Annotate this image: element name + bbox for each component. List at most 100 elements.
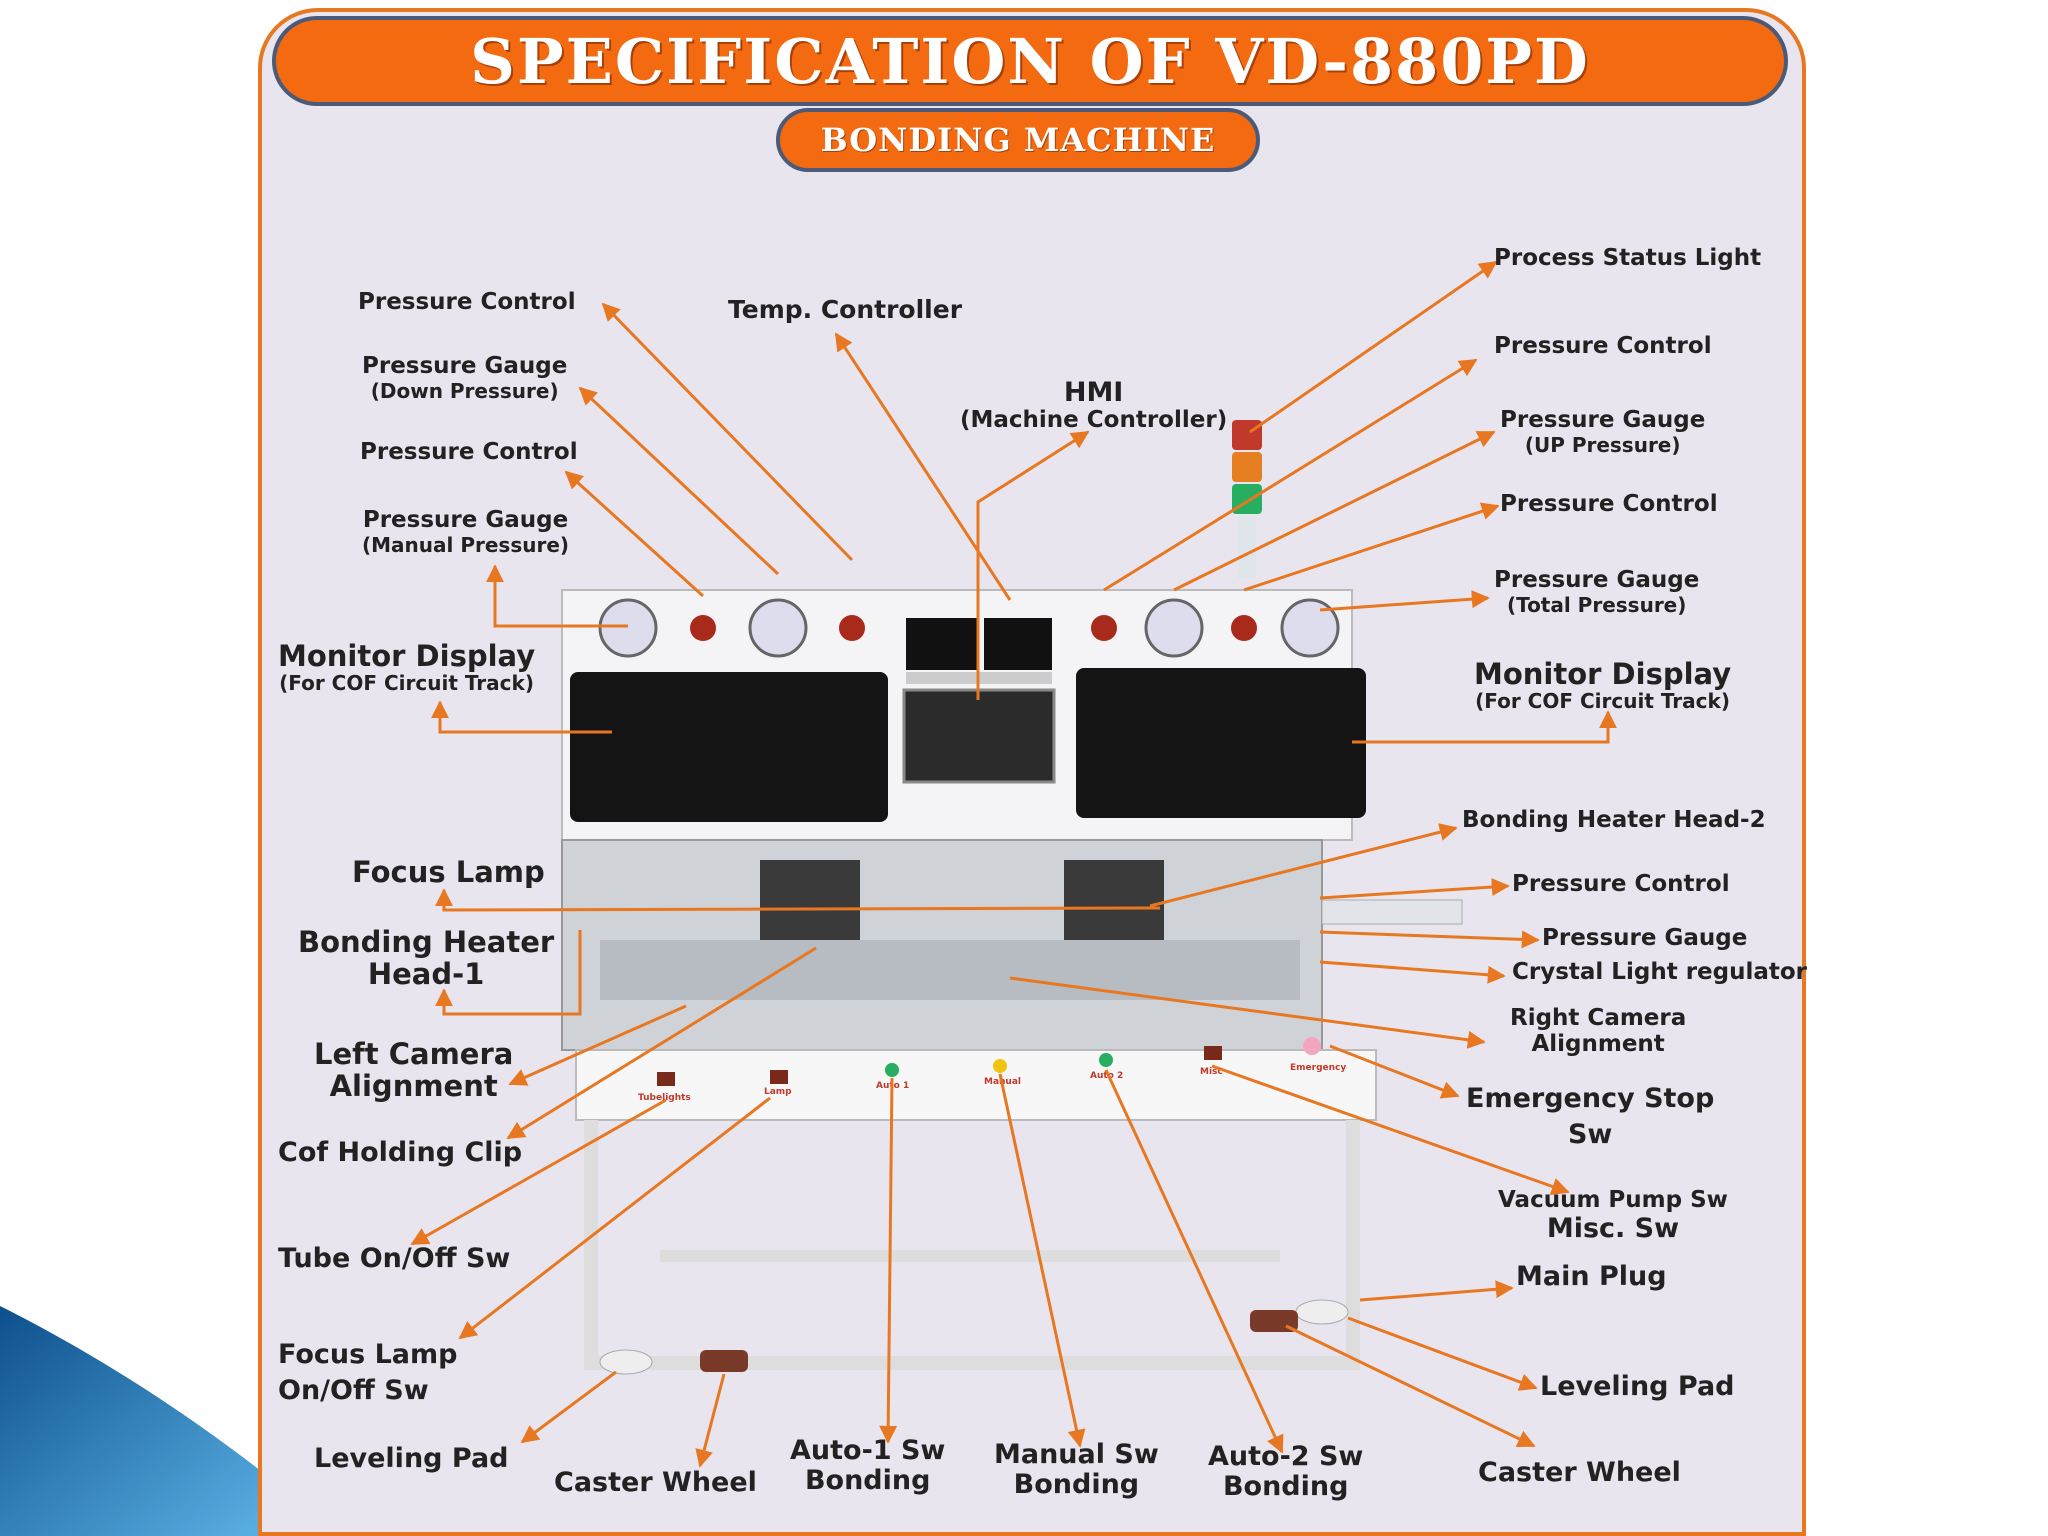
- label-auto1-sw-bonding: Auto-1 Sw Bonding: [790, 1435, 946, 1497]
- label-pressure-gauge-down: Pressure Gauge (Down Pressure): [362, 353, 568, 403]
- switch-label-auto2: Auto 2: [1090, 1071, 1123, 1081]
- label-pressure-gauge-total-title: Pressure Gauge: [1494, 567, 1700, 593]
- label-tube-onoff-sw: Tube On/Off Sw: [278, 1243, 511, 1274]
- label-monitor-right-sub: (For COF Circuit Track): [1475, 689, 1730, 714]
- arrow-pressure-control-5: [1319, 878, 1510, 900]
- label-pressure-gauge-manual: Pressure Gauge (Manual Pressure): [362, 507, 570, 557]
- label-bonding-heater-head-1: Bonding Heater Head-1: [298, 926, 554, 991]
- label-bonding-heater-line2: Head-1: [367, 957, 485, 992]
- label-pressure-control-3: Pressure Control: [1494, 333, 1712, 359]
- label-focus-lamp-sw-line1: Focus Lamp: [278, 1339, 458, 1370]
- arrow-pressure-gauge-up: [1173, 430, 1496, 592]
- label-focus-lamp-sw-line2: On/Off Sw: [278, 1375, 429, 1407]
- label-pressure-gauge-up: Pressure Gauge (UP Pressure): [1500, 407, 1706, 457]
- arrow-main-plug: [1359, 1280, 1514, 1302]
- label-emergency-line2: Sw: [1567, 1119, 1613, 1151]
- label-pressure-gauge-up-title: Pressure Gauge: [1500, 407, 1706, 433]
- label-bonding-heater-line1: Bonding Heater: [298, 925, 555, 959]
- label-misc-sw: Misc. Sw: [1546, 1212, 1680, 1244]
- label-auto2-sw-bonding: Auto-2 Sw Bonding: [1208, 1441, 1364, 1502]
- switch-label-misc: Misc: [1200, 1067, 1223, 1077]
- switch-label-tubelights: Tubelights: [638, 1093, 691, 1103]
- arrow-pressure-control-2: [564, 470, 705, 598]
- label-leveling-pad-right: Leveling Pad: [1540, 1371, 1735, 1402]
- arrow-pressure-gauge-manual: [486, 564, 628, 628]
- arrow-right-camera: [1009, 976, 1486, 1049]
- label-pressure-control-2: Pressure Control: [360, 439, 578, 465]
- label-auto1-line1: Auto-1 Sw: [790, 1435, 946, 1466]
- label-pressure-control-1: Pressure Control: [358, 289, 576, 315]
- switch-label-emergency: Emergency: [1290, 1063, 1346, 1073]
- arrow-left-camera: [508, 1004, 687, 1086]
- label-focus-lamp: Focus Lamp: [352, 855, 545, 889]
- label-pressure-gauge-up-sub: (UP Pressure): [1524, 432, 1681, 457]
- label-auto1-line2: Bonding: [804, 1465, 931, 1497]
- label-pressure-gauge-down-sub: (Down Pressure): [370, 378, 559, 403]
- label-pressure-control-5: Pressure Control: [1512, 871, 1730, 897]
- label-caster-wheel-left: Caster Wheel: [554, 1467, 757, 1498]
- arrow-pressure-gauge-down: [578, 386, 780, 576]
- label-pressure-gauge-manual-title: Pressure Gauge: [362, 507, 569, 533]
- label-caster-wheel-right: Caster Wheel: [1478, 1457, 1681, 1488]
- arrow-pressure-gauge-5: [1319, 930, 1540, 949]
- arrow-vacuum-pump: [1211, 1064, 1570, 1196]
- label-manual-line2: Bonding: [1013, 1469, 1140, 1501]
- arrow-leveling-pad-right: [1347, 1316, 1538, 1391]
- label-auto2-line1: Auto-2 Sw: [1208, 1441, 1364, 1472]
- arrow-auto1: [879, 1077, 898, 1444]
- arrow-monitor-right: [1352, 710, 1617, 744]
- label-left-camera-alignment: Left Camera Alignment: [314, 1038, 513, 1103]
- label-pressure-gauge-5: Pressure Gauge: [1542, 925, 1748, 951]
- label-pressure-gauge-down-title: Pressure Gauge: [362, 353, 568, 379]
- arrow-temp-controller: [834, 332, 1012, 601]
- label-emergency-line1: Emergency Stop: [1466, 1083, 1715, 1114]
- label-left-camera-line1: Left Camera: [314, 1037, 514, 1071]
- label-right-camera-line1: Right Camera: [1510, 1005, 1687, 1031]
- label-focus-lamp-onoff-sw: Focus Lamp On/Off Sw: [278, 1339, 458, 1407]
- label-pressure-gauge-manual-sub: (Manual Pressure): [362, 532, 570, 557]
- label-left-camera-line2: Alignment: [329, 1069, 498, 1104]
- arrow-focus-lamp-sw: [458, 1096, 771, 1340]
- label-hmi: HMI (Machine Controller): [960, 377, 1228, 434]
- arrow-pressure-control-4: [1243, 502, 1500, 592]
- arrow-pressure-gauge-total: [1319, 590, 1490, 612]
- arrow-pressure-control-3: [1103, 358, 1478, 592]
- label-crystal-light-regulator: Crystal Light regulator: [1512, 959, 1808, 985]
- label-manual-line1: Manual Sw: [994, 1439, 1159, 1470]
- switch-label-lamp: Lamp: [764, 1087, 792, 1097]
- arrow-caster-wheel-right: [1285, 1324, 1536, 1448]
- arrow-focus-lamp: [435, 888, 1161, 912]
- arrow-pressure-control-1: [601, 302, 854, 562]
- arrow-crystal-light: [1319, 960, 1506, 984]
- page-title: SPECIFICATION OF VD-880PD: [272, 16, 1788, 106]
- arrow-emergency: [1329, 1044, 1460, 1099]
- arrow-monitor-left: [431, 700, 612, 734]
- arrow-manual: [998, 1073, 1086, 1448]
- label-right-camera-alignment: Right Camera Alignment: [1510, 1005, 1687, 1058]
- label-monitor-right-title: Monitor Display: [1474, 657, 1732, 691]
- arrow-bonding-heater-2: [1149, 823, 1458, 908]
- slide-corner-decoration: [0, 1306, 280, 1536]
- label-monitor-left-sub: (For COF Circuit Track): [279, 671, 534, 696]
- label-hmi-sub: (Machine Controller): [960, 407, 1228, 434]
- label-emergency-stop-sw: Emergency Stop Sw: [1466, 1083, 1715, 1151]
- label-monitor-right: Monitor Display (For COF Circuit Track): [1474, 658, 1731, 713]
- label-monitor-left: Monitor Display (For COF Circuit Track): [278, 640, 535, 695]
- arrow-tube-onoff: [410, 1098, 667, 1246]
- arrow-caster-wheel-left: [695, 1373, 726, 1468]
- arrow-bonding-heater-1: [435, 930, 582, 1016]
- label-process-status-light: Process Status Light: [1494, 245, 1762, 271]
- arrow-process-status-light: [1249, 260, 1498, 434]
- label-vacuum-pump-sw: Vacuum Pump Sw Misc. Sw: [1498, 1187, 1728, 1244]
- label-temp-controller: Temp. Controller: [728, 295, 963, 324]
- label-hmi-title: HMI: [1063, 377, 1124, 408]
- label-manual-sw-bonding: Manual Sw Bonding: [994, 1439, 1159, 1501]
- label-pressure-gauge-total-sub: (Total Pressure): [1506, 592, 1687, 617]
- arrow-auto2: [1104, 1069, 1284, 1454]
- arrow-leveling-pad-left: [520, 1370, 617, 1444]
- label-vacuum-pump-line1: Vacuum Pump Sw: [1498, 1187, 1728, 1213]
- arrow-hmi: [976, 430, 1090, 700]
- label-cof-holding-clip: Cof Holding Clip: [278, 1137, 523, 1168]
